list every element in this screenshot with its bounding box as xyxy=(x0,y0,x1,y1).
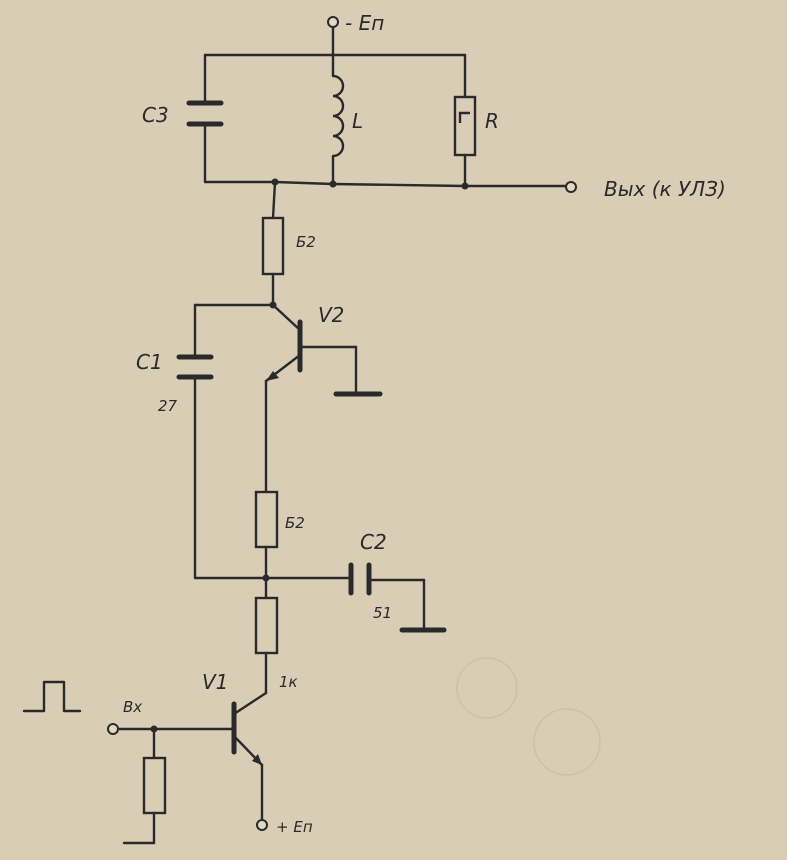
resistor-mid-label: Б2 xyxy=(285,514,305,532)
junction-dot xyxy=(329,180,337,188)
resistor-r xyxy=(453,95,477,157)
inductor-l xyxy=(332,74,345,158)
capacitor-c2 xyxy=(264,562,447,633)
c2-label: С2 xyxy=(360,530,387,554)
input-terminal xyxy=(107,723,119,735)
junction-dot xyxy=(461,182,469,190)
pulse-icon xyxy=(22,680,82,713)
v2-label: V2 xyxy=(318,303,344,327)
supply-pos-label: + Еп xyxy=(276,818,313,836)
capacitor-c1 xyxy=(176,303,275,580)
supply-neg-label: - Еп xyxy=(345,11,384,35)
capacitor-c3 xyxy=(186,100,224,127)
supply-pos-terminal xyxy=(256,819,268,831)
input-label: Вх xyxy=(123,698,142,716)
c3-label: С3 xyxy=(142,103,169,127)
output-label: Вых (к УЛЗ) xyxy=(604,177,726,201)
resistor-top xyxy=(261,180,285,307)
c1-value-label: 27 xyxy=(158,397,178,415)
c2-value-label: 51 xyxy=(373,604,392,622)
resistor-low xyxy=(254,576,279,695)
paper-stains xyxy=(456,657,601,776)
output-terminal xyxy=(565,181,577,193)
l-label: L xyxy=(352,109,363,133)
transistor-v2 xyxy=(264,303,383,397)
resistor-low-label: 1к xyxy=(279,673,298,691)
input-network xyxy=(116,727,236,845)
resistor-mid xyxy=(254,490,279,580)
tank-circuit-wires xyxy=(203,53,568,188)
supply-neg-terminal xyxy=(327,16,339,57)
r-label: R xyxy=(485,109,499,133)
c1-label: С1 xyxy=(136,350,163,374)
transistor-v1 xyxy=(231,691,268,822)
junction-dot xyxy=(150,725,158,733)
v1-label: V1 xyxy=(202,670,228,694)
resistor-top-label: Б2 xyxy=(296,233,316,251)
